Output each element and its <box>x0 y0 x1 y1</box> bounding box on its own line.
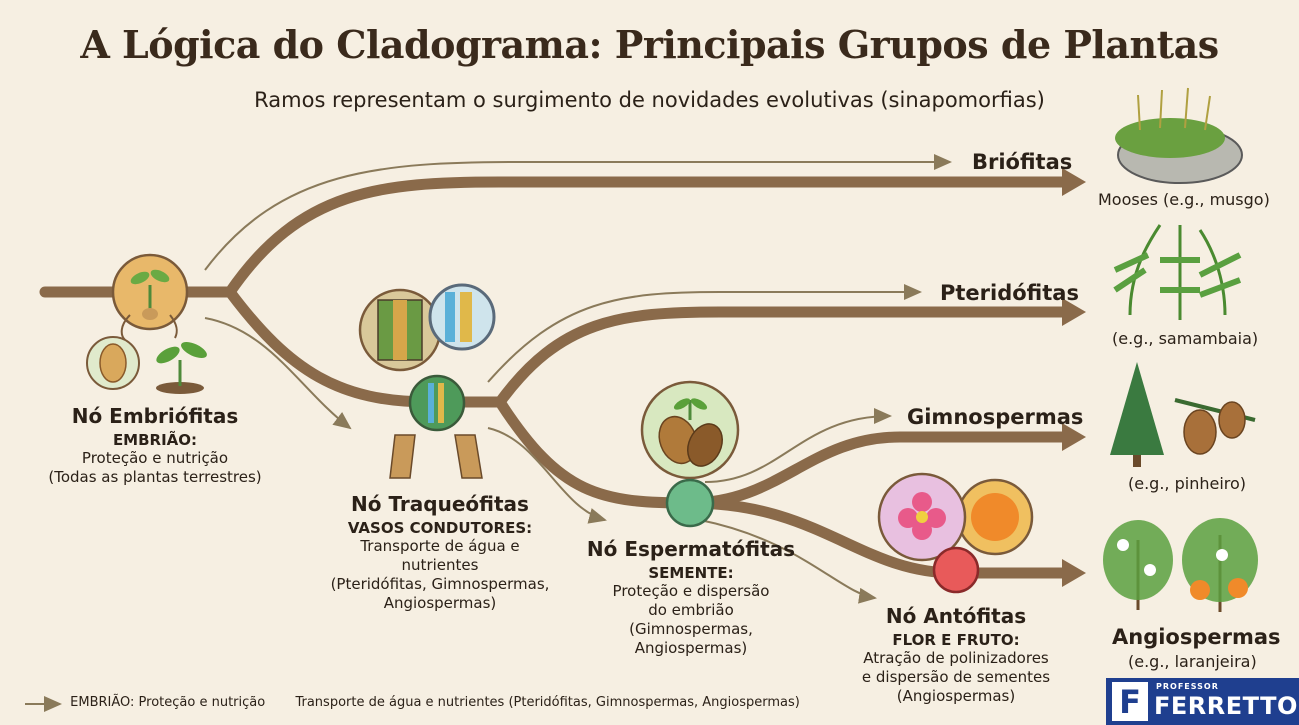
branch-label-briofitas: Briófitas <box>972 150 1073 174</box>
traqueofitas-vessel-illustration <box>358 283 496 432</box>
moss-illustration <box>1115 87 1243 184</box>
node-espermatofitas-title: Nó Espermatófitas <box>586 537 796 561</box>
example-pteridofitas: (e.g., samambaia) <box>1112 329 1259 348</box>
guide-arrow-briofitas <box>204 154 952 271</box>
branch-espermatofitas <box>494 396 696 509</box>
node-antofitas-key: FLOR E FRUTO: <box>892 631 1020 649</box>
node-antofitas-line1: Atração de polinizadores <box>863 649 1049 667</box>
branch-arrowheads <box>1062 168 1086 587</box>
node-traqueofitas-key: VASOS CONDUTORES: <box>347 519 533 537</box>
branch-antofitas <box>684 497 1068 579</box>
pine-illustration <box>1110 362 1256 467</box>
node-antofitas-line3: (Angiospermas) <box>896 687 1016 705</box>
node-traqueofitas-line4: Angiospermas) <box>383 594 497 612</box>
seedling-illustration <box>156 341 207 394</box>
node-antofitas-title: Nó Antófitas <box>885 604 1027 628</box>
example-angiospermas: (e.g., laranjeira) <box>1128 652 1257 671</box>
page-title: A Lógica do Cladograma: Principais Grupo… <box>80 22 1219 67</box>
legend-item-transporte: Transporte de água e nutrientes (Pteridó… <box>295 695 800 710</box>
ferretto-logo: F PROFESSOR FERRETTO <box>1106 678 1299 725</box>
node-espermatofitas-text: Nó Espermatófitas SEMENTE: Proteção e di… <box>580 537 802 658</box>
guide-arrow-antofitas <box>699 519 877 604</box>
espermatofitas-seed-illustration <box>640 380 740 528</box>
node-traqueofitas-text: Nó Traqueófitas VASOS CONDUTORES: Transp… <box>305 492 575 613</box>
guide-arrows <box>204 154 952 604</box>
branch-label-gimnospermas: Gimnospermas <box>907 405 1084 429</box>
node-embriofitas-text: Nó Embriófitas EMBRIÃO: Proteção e nutri… <box>35 404 275 487</box>
example-briofitas: Mooses (e.g., musgo) <box>1098 190 1270 209</box>
node-traqueofitas-title: Nó Traqueófitas <box>351 492 529 516</box>
legend-item-embriao: EMBRIÃO: Proteção e nutrição <box>70 695 266 710</box>
node-traqueofitas-line3: (Pteridófitas, Gimnospermas, <box>330 575 550 593</box>
page-subtitle: Ramos representam o surgimento de novida… <box>254 88 1045 112</box>
guide-arrow-gimnospermas <box>704 408 892 483</box>
antofitas-flower-fruit-illustration <box>877 472 1034 594</box>
embryo-seed-illustration <box>86 336 140 390</box>
branch-label-angiospermas: Angiospermas <box>1112 625 1281 649</box>
stem-cross-section-illustration <box>389 434 483 479</box>
branch-briofitas <box>224 176 1068 298</box>
node-espermatofitas-line3: (Gimnospermas, <box>629 620 753 638</box>
logo-small-text: PROFESSOR <box>1156 682 1219 691</box>
example-gimnospermas: (e.g., pinheiro) <box>1128 474 1247 493</box>
node-espermatofitas-line4: Angiospermas) <box>634 639 748 657</box>
orange-tree-illustration <box>1103 518 1258 612</box>
node-espermatofitas-line2: do embrião <box>648 601 734 619</box>
arrowhead-gimnospermas <box>1062 423 1086 451</box>
branch-pteridofitas <box>494 306 1068 408</box>
logo-letter: F <box>1112 682 1148 721</box>
embriofitas-node <box>111 253 189 341</box>
node-antofitas-line2: e dispersão de sementes <box>861 668 1051 686</box>
node-antofitas-text: Nó Antófitas FLOR E FRUTO: Atração de po… <box>842 604 1070 706</box>
fern-illustration <box>1113 224 1242 320</box>
legend: EMBRIÃO: Proteção e nutrição Transporte … <box>22 695 800 710</box>
node-traqueofitas-line2: nutrientes <box>401 556 479 574</box>
node-espermatofitas-key: SEMENTE: <box>648 564 734 582</box>
branch-label-pteridofitas: Pteridófitas <box>940 281 1079 305</box>
node-embriofitas-key: EMBRIÃO: <box>112 431 198 449</box>
node-embriofitas-title: Nó Embriófitas <box>71 404 239 428</box>
node-embriofitas-line1: Proteção e nutrição <box>81 449 229 467</box>
arrowhead-pteridofitas <box>1062 298 1086 326</box>
arrowhead-angiospermas <box>1062 559 1086 587</box>
guide-arrow-espermatofitas <box>487 427 607 524</box>
guide-arrow-pteridofitas <box>487 284 922 383</box>
arrowhead-briofitas <box>1062 168 1086 196</box>
guide-arrow-traqueofitas <box>204 317 352 430</box>
node-traqueofitas-line1: Transporte de água e <box>360 537 520 555</box>
node-espermatofitas-line1: Proteção e dispersão <box>612 582 770 600</box>
logo-name: FERRETTO <box>1154 692 1298 720</box>
node-embriofitas-line2: (Todas as plantas terrestres) <box>48 468 262 486</box>
